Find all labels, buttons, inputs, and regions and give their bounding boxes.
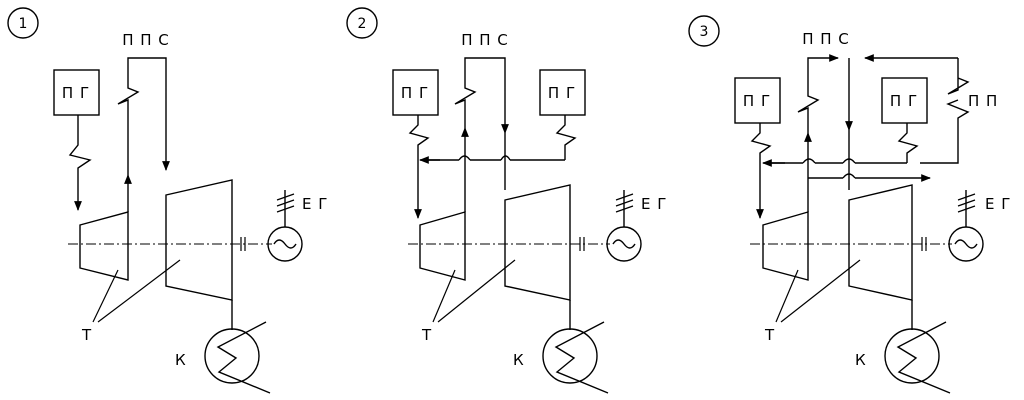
- pps-label: П П С: [802, 30, 850, 48]
- diagram-number: 3: [700, 24, 709, 40]
- pps-label: П П С: [461, 31, 509, 49]
- right-pg-line: [897, 123, 919, 163]
- ground-mark: [615, 193, 634, 201]
- ground-mark: [957, 193, 976, 201]
- ground-mark: [276, 199, 295, 207]
- condenser-label: К: [855, 351, 867, 369]
- turbine-leader: [780, 259, 861, 323]
- number-circle: [7, 7, 39, 39]
- sine-wave-icon: [954, 239, 978, 249]
- diagram-3: 3 П Г П Г П П С П П: [688, 15, 1011, 394]
- left-pg-line: [408, 115, 430, 160]
- condenser-circle: [542, 328, 598, 384]
- grid-label: Е Г: [302, 195, 328, 213]
- ground-mark: [276, 205, 295, 213]
- pp-zigzag-top: [947, 58, 970, 95]
- steam-generator-left-label: П Г: [401, 84, 429, 102]
- condenser-coil: [896, 321, 951, 394]
- steam-generator-right-label: П Г: [548, 84, 576, 102]
- steam-generator-left-box: [734, 77, 781, 124]
- crossover-bump: [802, 158, 816, 164]
- ground-mark: [957, 199, 976, 207]
- steam-generator-left-box: [392, 69, 439, 116]
- number-circle: [346, 7, 378, 39]
- ground-mark: [957, 205, 976, 213]
- live-steam-line: [68, 115, 92, 211]
- hp-turbine: [762, 211, 809, 281]
- ground-mark: [615, 199, 634, 207]
- steam-generator-right-label: П Г: [890, 92, 918, 110]
- steam-generator-box: [53, 69, 100, 116]
- right-pg-line: [555, 115, 577, 160]
- grid-label: Е Г: [985, 195, 1011, 213]
- pp-label: П П: [968, 92, 998, 110]
- reheater-loop: [117, 57, 170, 175]
- diagram-1-number-badge: 1: [7, 7, 39, 39]
- hp-turbine: [79, 211, 129, 281]
- lp-turbine: [165, 179, 233, 301]
- grid-label: Е Г: [641, 195, 667, 213]
- left-pg-line: [750, 123, 772, 163]
- steam-generator-label: П Г: [62, 84, 90, 102]
- hp-turbine: [419, 211, 466, 281]
- steam-generator-right-box: [539, 69, 586, 116]
- condenser-label: К: [175, 351, 187, 369]
- turbine-leader: [97, 259, 181, 323]
- diagram-3-number-badge: 3: [688, 15, 720, 47]
- reheater-loop: [797, 54, 839, 133]
- steam-generator-right-box: [881, 77, 928, 124]
- sine-wave-icon: [273, 239, 297, 249]
- turbine-leader: [775, 269, 799, 323]
- turbine-leader: [437, 259, 516, 323]
- number-circle: [688, 15, 720, 47]
- condenser-circle: [204, 328, 260, 384]
- condenser-coil: [554, 321, 609, 394]
- pps-label: П П С: [122, 31, 170, 49]
- ground-mark: [276, 193, 295, 201]
- turbine-label: Т: [764, 326, 775, 344]
- turbine-label: Т: [81, 326, 92, 344]
- condenser-coil: [216, 321, 271, 394]
- diagram-number: 2: [358, 16, 367, 32]
- diagram-2: 2 П Г П Г П П С Е Г: [346, 7, 667, 394]
- lp-turbine: [504, 184, 571, 301]
- sine-wave-icon: [612, 239, 636, 249]
- diagram-2-number-badge: 2: [346, 7, 378, 39]
- lp-turbine: [848, 184, 913, 301]
- reheater-loop: [454, 57, 509, 134]
- turbine-leader: [92, 269, 119, 323]
- diagram-number: 1: [19, 16, 28, 32]
- pp-heater-loop: [920, 99, 970, 164]
- condenser-label: К: [513, 351, 525, 369]
- turbine-label: Т: [421, 326, 432, 344]
- diagram-1: 1 П Г П П С Е Г К Т: [7, 7, 328, 394]
- turbine-leader: [432, 269, 456, 323]
- steam-generator-left-label: П Г: [743, 92, 771, 110]
- condenser-circle: [884, 328, 940, 384]
- ground-mark: [615, 205, 634, 213]
